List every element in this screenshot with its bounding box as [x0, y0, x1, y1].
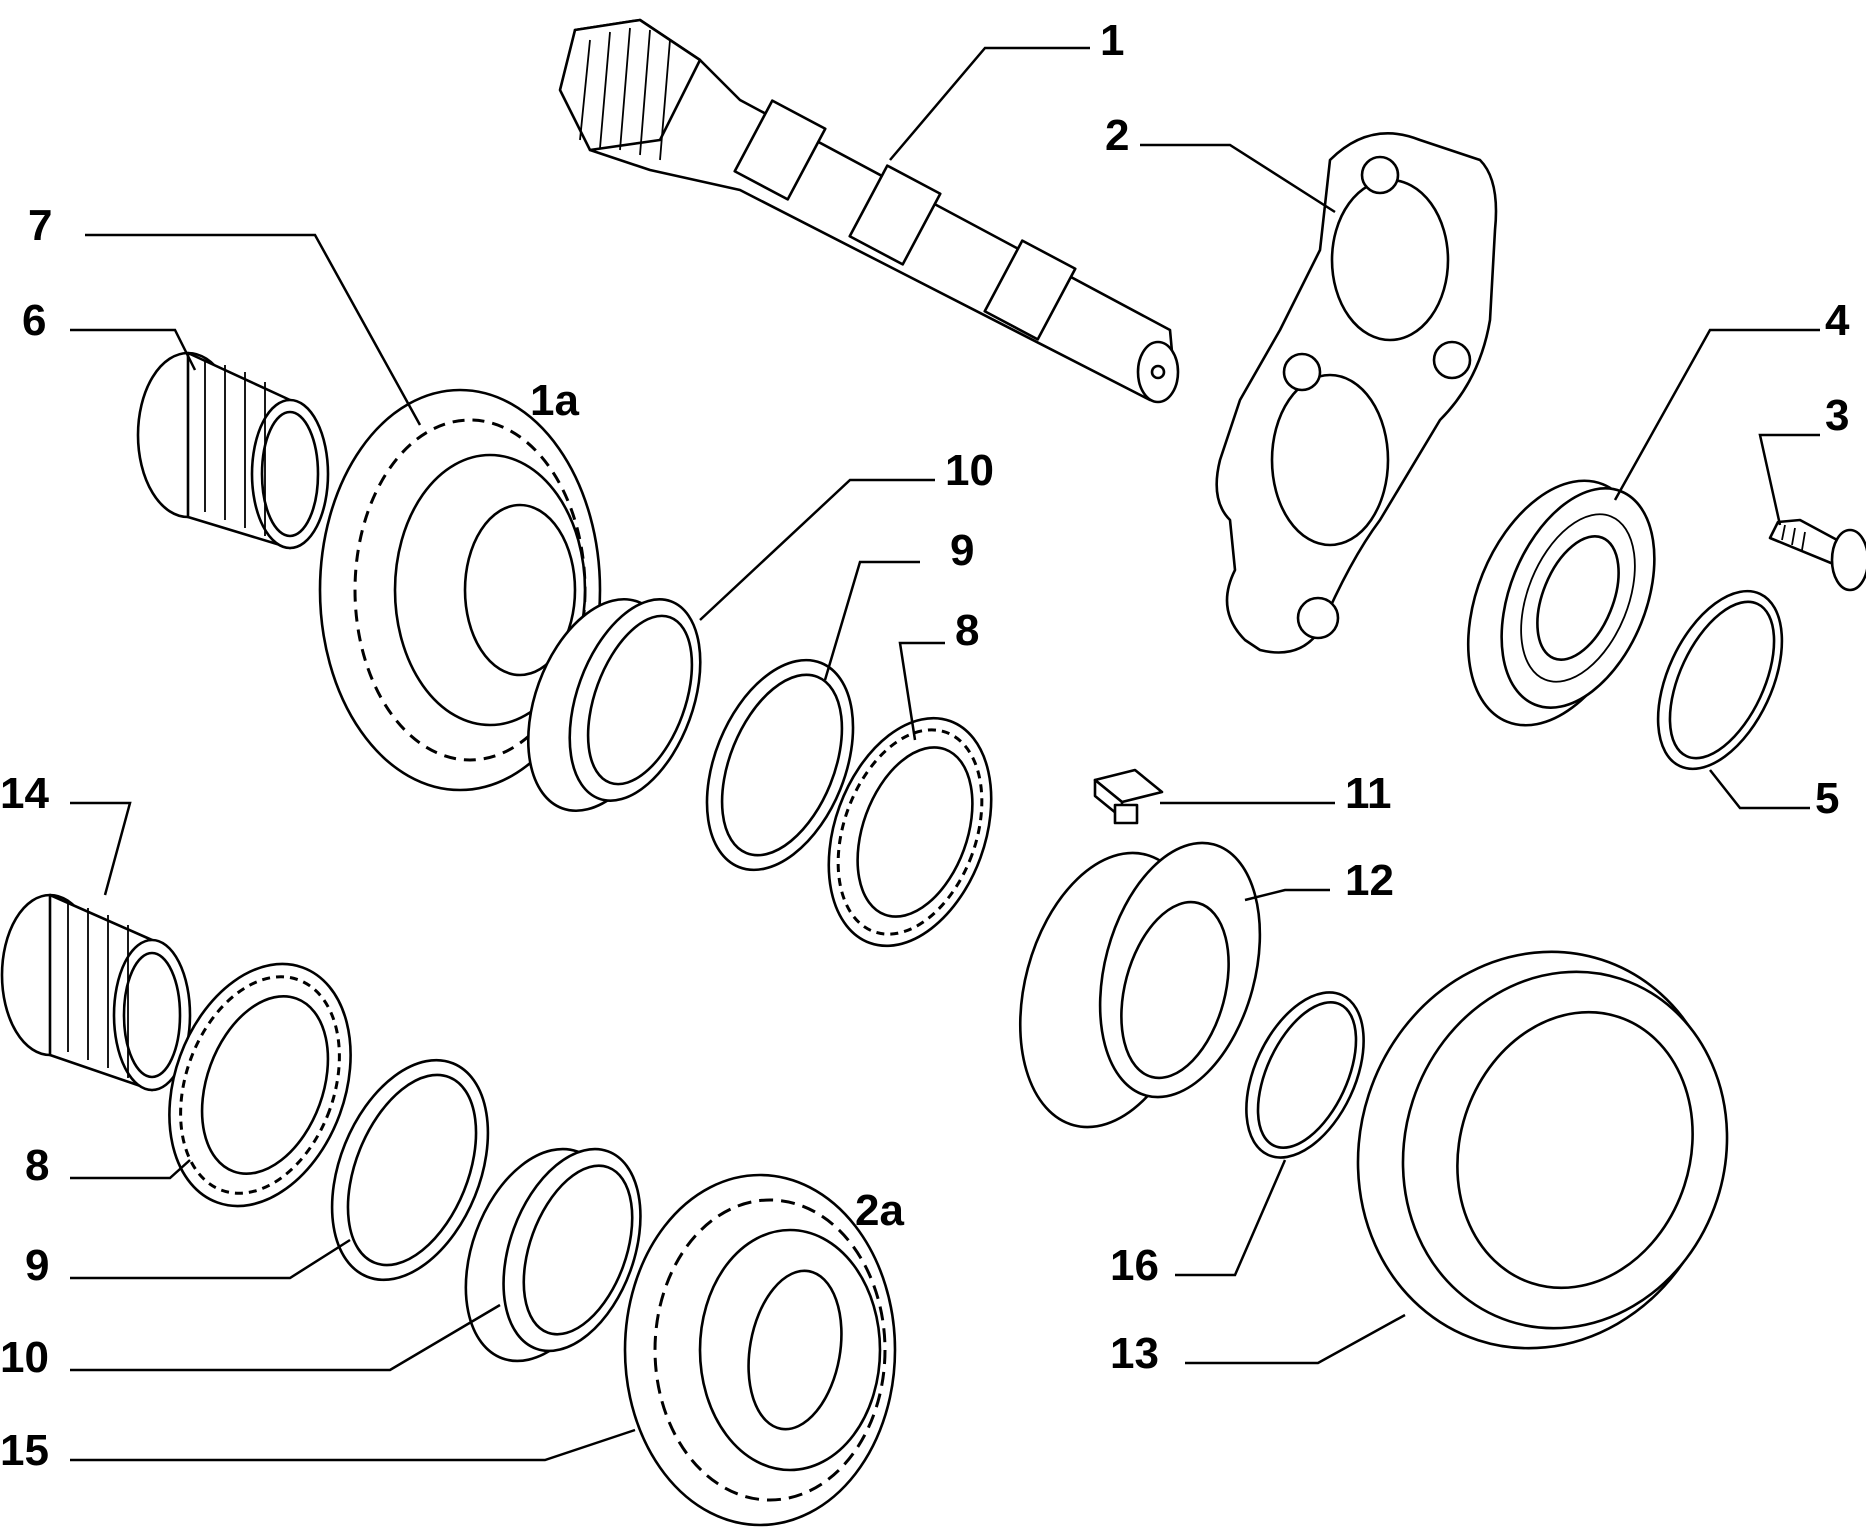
part-10-synchro-ring-lower — [464, 1147, 642, 1363]
part-15-gear — [623, 1173, 897, 1527]
leader-lines — [70, 46, 1820, 1462]
part-9-ring-lower — [330, 1058, 490, 1282]
part-13-sleeve — [1356, 950, 1729, 1350]
part-9-ring-upper — [705, 658, 855, 872]
part-4-bearing — [1466, 479, 1656, 727]
callout-15: 15 — [0, 1426, 49, 1475]
callout-2a: 2a — [855, 1186, 904, 1235]
callout-16: 16 — [1110, 1241, 1159, 1290]
callout-6: 6 — [22, 296, 46, 345]
part-6-needle-bearing — [136, 351, 330, 550]
callout-3: 3 — [1825, 391, 1849, 440]
callout-13: 13 — [1110, 1329, 1159, 1378]
part-2-plate — [1215, 132, 1498, 654]
part-14-needle-bearing — [0, 893, 192, 1092]
part-16-circlip — [1245, 991, 1365, 1159]
callout-14: 14 — [0, 769, 49, 818]
part-3-screw — [1768, 518, 1866, 592]
part-10-synchro-ring-upper — [526, 597, 702, 813]
callout-9-upper: 9 — [950, 526, 974, 575]
callout-11: 11 — [1345, 769, 1392, 818]
part-1-input-shaft — [558, 18, 1180, 404]
callout-10-upper: 10 — [945, 446, 994, 495]
callout-4: 4 — [1825, 296, 1850, 345]
callout-1a: 1a — [530, 376, 579, 425]
callout-8-upper: 8 — [955, 606, 979, 655]
callout-9-lower: 9 — [25, 1241, 49, 1290]
callout-1: 1 — [1100, 16, 1124, 65]
part-8-synchro-gear-lower — [168, 962, 352, 1208]
callout-5: 5 — [1815, 774, 1839, 823]
part-7-gear — [318, 388, 602, 792]
part-11-key — [1093, 768, 1164, 825]
callout-7: 7 — [28, 201, 52, 250]
part-12-synchro-hub — [1018, 841, 1262, 1129]
part-8-synchro-gear-upper — [827, 716, 993, 948]
part-5-circlip — [1656, 589, 1784, 771]
callout-2: 2 — [1105, 111, 1129, 160]
callout-10-lower: 10 — [0, 1333, 49, 1382]
callout-12: 12 — [1345, 856, 1394, 905]
callout-8-lower: 8 — [25, 1141, 49, 1190]
